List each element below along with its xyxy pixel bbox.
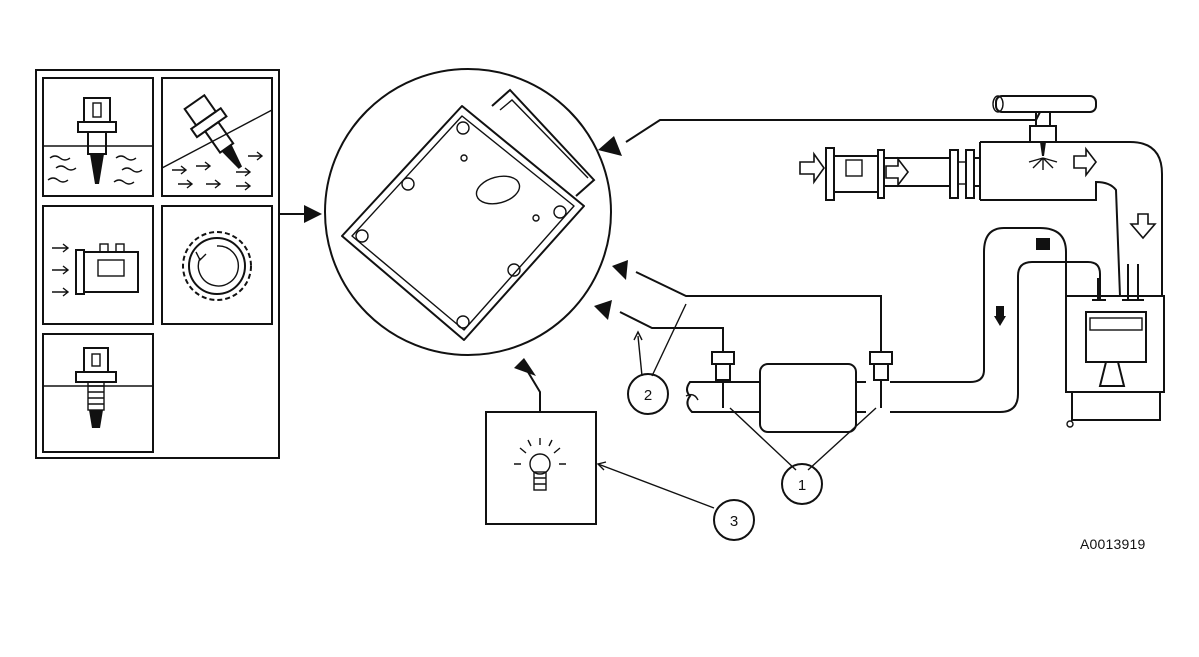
callout-1: 1 bbox=[729, 407, 877, 505]
exhaust-pipe bbox=[890, 227, 1101, 413]
engine-control-module-icon bbox=[324, 68, 612, 356]
crankshaft-reluctor-wheel-icon bbox=[161, 205, 273, 325]
engine-cylinder-icon bbox=[1065, 264, 1165, 428]
upstream-o2-signal-line bbox=[594, 300, 724, 352]
downstream-o2-signal-line bbox=[612, 260, 882, 352]
upstream-oxygen-sensor-icon bbox=[711, 351, 735, 408]
lamp-to-module-arrow bbox=[514, 358, 541, 412]
injector-signal-line bbox=[598, 111, 1041, 156]
callout-2: 2 bbox=[627, 303, 687, 415]
fuel-injector-icon bbox=[992, 95, 1097, 170]
mass-air-flow-sensor-icon bbox=[42, 205, 154, 325]
intake-air-temperature-sensor-icon bbox=[161, 77, 273, 197]
callout-3: 3 bbox=[596, 461, 755, 541]
intake-duct bbox=[799, 141, 1163, 297]
callout-3-label: 3 bbox=[730, 513, 738, 530]
catalytic-converter-icon bbox=[685, 363, 866, 433]
figure-reference-code: A0013919 bbox=[1080, 536, 1146, 552]
panel-to-module-arrow bbox=[279, 205, 322, 223]
downstream-oxygen-sensor-icon bbox=[869, 351, 893, 408]
coolant-temperature-sensor-icon bbox=[42, 77, 154, 197]
callout-1-label: 1 bbox=[798, 477, 806, 494]
malfunction-indicator-lamp-icon bbox=[485, 411, 597, 525]
sensor-panel bbox=[35, 69, 280, 459]
callout-2-label: 2 bbox=[644, 387, 652, 404]
knock-sensor-icon bbox=[42, 333, 154, 453]
